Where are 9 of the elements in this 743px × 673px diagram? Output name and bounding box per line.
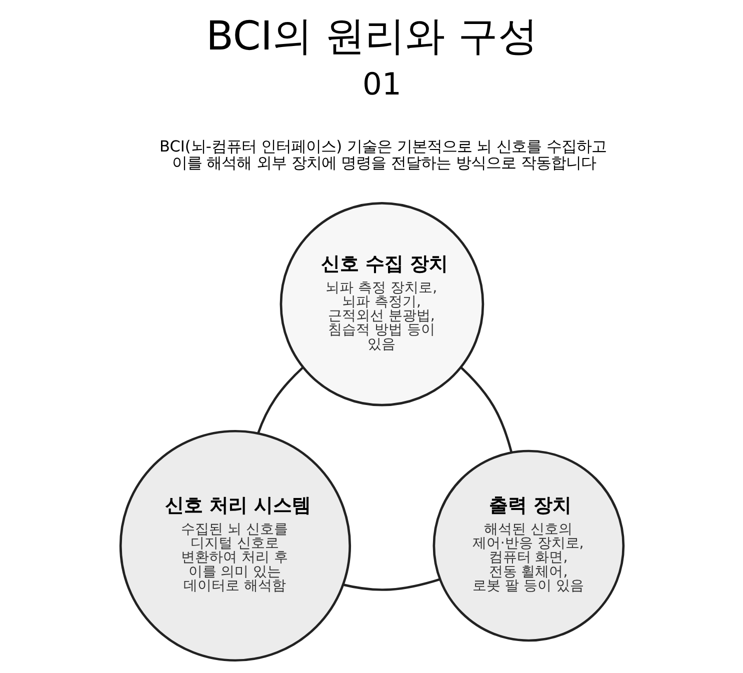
diagram-title: BCI의 원리와 구성 <box>206 13 538 60</box>
connector <box>342 578 440 591</box>
label: BCI(뇌-컴퓨터 인터페이스) 기술은 기본적으로 뇌 신호를 수집하고 이를 해석해 외부 장치에 명령을 전달하는 방식으로 작동합니다 <box>159 138 606 172</box>
connector <box>256 366 303 434</box>
node-circle: 신호 처리 시스템 수집된 뇌 신호를 디지털 신호로 변환하여 처리 후 이를 의미 있는 데이터로 해석함 <box>118 430 351 662</box>
label: 01 <box>362 68 401 103</box>
node-circle: 출력 장치 해석된 신호의 제어·반응 장치로, 컴퓨터 화면, 전동 휠체어, 로봇 팔 등이 있음 <box>432 450 624 642</box>
connector <box>460 366 512 453</box>
node-circle: 신호 수집 장치 뇌파 측정 장치로, 뇌파 측정기, 근적외선 분광법, 침습적 방법 등이 있음 <box>279 202 484 406</box>
